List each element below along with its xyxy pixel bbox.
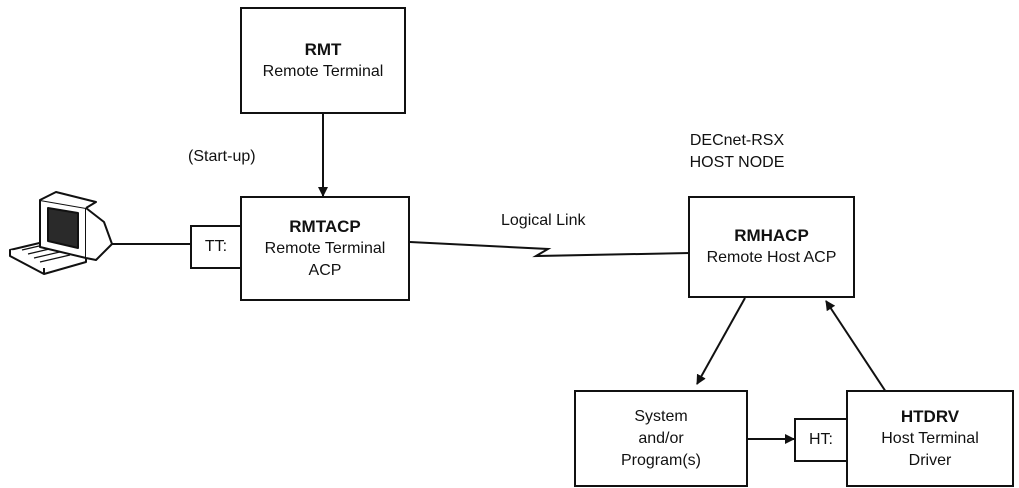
rmhacp-description: Remote Host ACP [706,249,837,266]
htdrv-to-rmhacp-arrow [825,300,887,393]
terminal-workstation-icon [9,191,113,275]
system-line3: Program(s) [620,451,701,469]
system-programs-box: System and/or Program(s) [574,390,748,487]
htdrv-description-line1: Host Terminal [881,429,979,447]
htdrv-title: HTDRV [900,406,960,426]
rmt-description: Remote Terminal [262,62,384,80]
system-line2: and/or [638,429,684,447]
rmtacp-title: RMTACP [289,216,361,236]
rmhacp-box: RMHACP Remote Host ACP [688,196,855,298]
rmtacp-box: RMTACP Remote Terminal ACP [240,196,410,301]
host-node-line2: HOST NODE [689,154,785,171]
rmt-title: RMT [304,39,342,59]
htdrv-description-line2: Driver [908,451,952,469]
ht-port: HT: [794,418,848,462]
startup-label: (Start-up) [188,148,256,165]
host-node-line1: DECnet-RSX [689,132,785,149]
rmtacp-description-line2: ACP [308,261,342,279]
system-line1: System [634,407,688,425]
rmt-remote-terminal-box: RMT Remote Terminal [240,7,406,114]
rmhacp-to-system-arrow [696,297,746,385]
host-node-label: DECnet-RSX HOST NODE [672,130,802,174]
logical-link-line [409,241,691,258]
rmhacp-title: RMHACP [734,226,809,245]
logical-link-label: Logical Link [501,212,586,229]
rmtacp-description-line1: Remote Terminal [264,239,386,257]
tt-port: TT: [190,225,242,269]
htdrv-box: HTDRV Host Terminal Driver [846,390,1014,487]
